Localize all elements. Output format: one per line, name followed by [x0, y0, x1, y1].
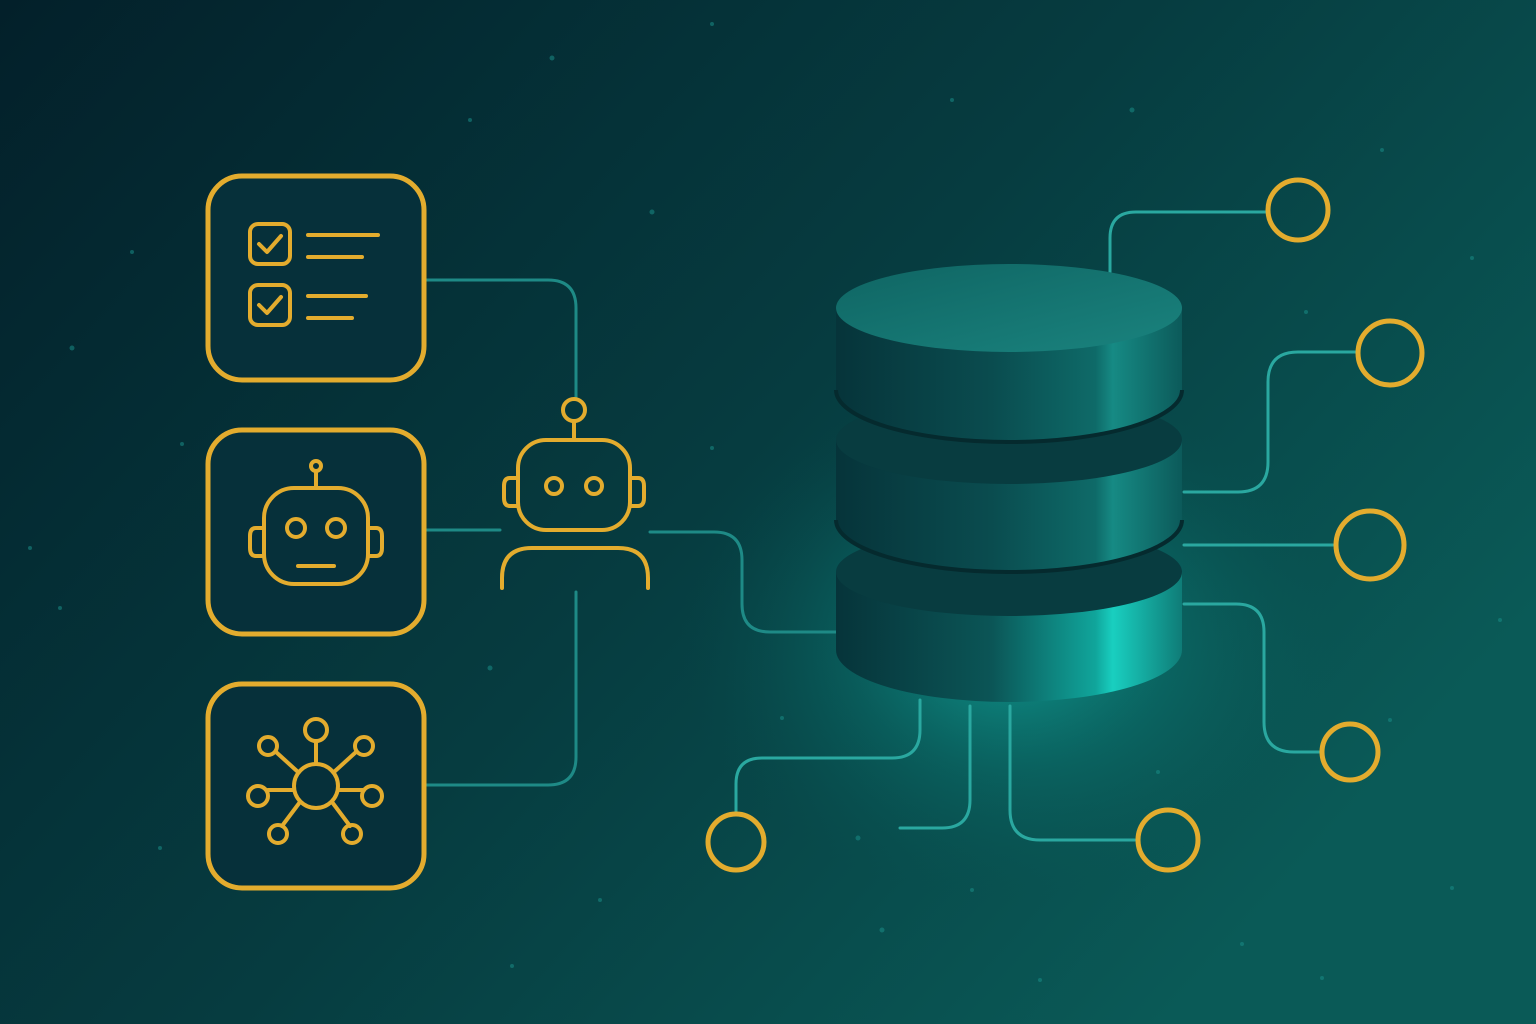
output-node [1265, 177, 1331, 243]
output-node [1135, 807, 1201, 873]
agent-to-database-connector [648, 530, 840, 634]
output-node [705, 811, 767, 873]
task-checklist-tile[interactable] [205, 173, 427, 383]
output-connectors [734, 210, 1359, 842]
checklist-icon [248, 222, 380, 327]
robot-face-icon [248, 459, 384, 586]
output-node [1355, 318, 1425, 388]
ai-agent-tile[interactable] [205, 427, 427, 637]
output-node [1319, 721, 1381, 783]
output-node [1333, 508, 1407, 582]
background-particles [28, 22, 1502, 982]
network-hub-tile[interactable] [205, 681, 427, 891]
network-nodes-icon [246, 717, 384, 845]
output-nodes [705, 177, 1425, 873]
left-connectors [424, 278, 578, 787]
robot-user-icon[interactable] [500, 397, 650, 590]
database-cylinder-icon [834, 264, 1184, 702]
